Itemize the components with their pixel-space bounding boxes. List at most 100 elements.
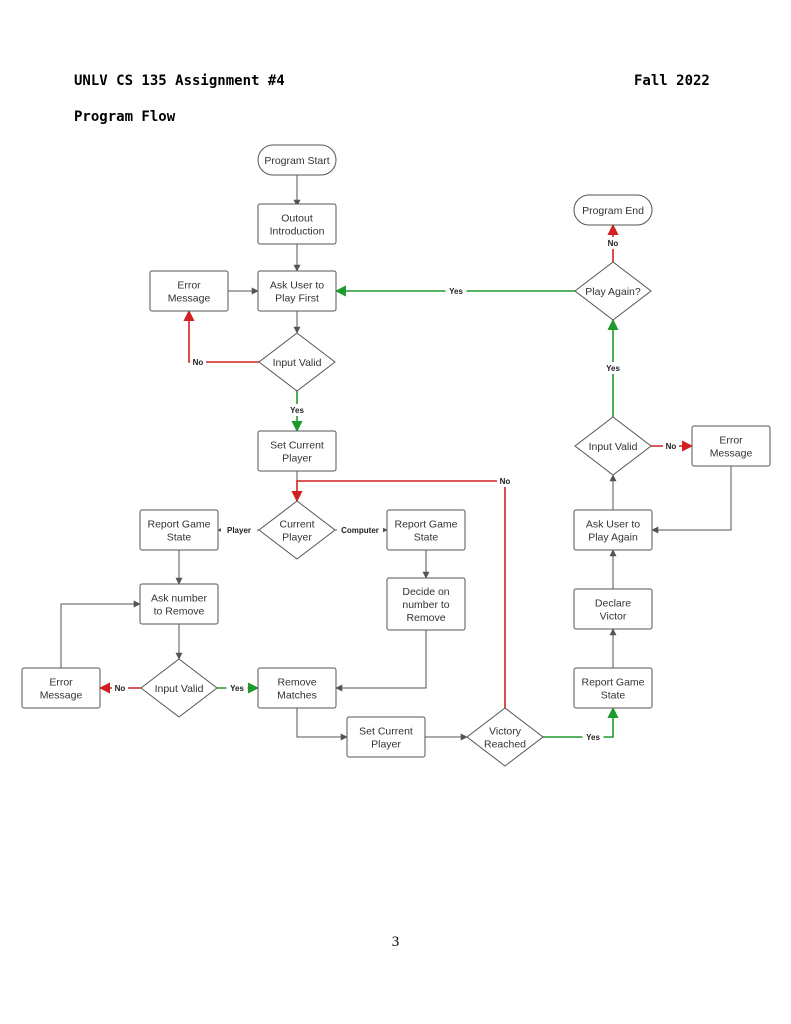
process-shape — [257, 430, 337, 472]
edge-label-victory-to-current: No — [500, 477, 511, 486]
edge-label-bg — [221, 524, 257, 536]
edge-label-valid3-to-err3: No — [666, 442, 677, 451]
node-text: Report Game — [394, 519, 457, 531]
edge-victory-to-current — [291, 480, 506, 708]
node-valid3: Input Valid — [574, 416, 652, 476]
node-text: Set Current — [359, 726, 413, 738]
node-text: Play Again — [588, 532, 638, 544]
decision-shape — [574, 416, 652, 476]
page-subtitle: Program Flow — [74, 109, 176, 125]
decision-shape — [466, 707, 544, 767]
process-shape — [139, 583, 219, 625]
node-text: Set Current — [270, 440, 324, 452]
node-text: Matches — [277, 690, 317, 702]
edge-label-valid1-to-set_player1: Yes — [290, 406, 304, 415]
process-shape — [257, 270, 337, 312]
node-text: Message — [40, 690, 83, 702]
node-text: Remove — [277, 677, 316, 689]
node-text: Player — [282, 453, 312, 465]
node-text: Declare — [595, 598, 631, 610]
node-valid2: Input Valid — [140, 658, 218, 718]
edge-valid1-to-err1 — [183, 309, 259, 363]
node-text: Program Start — [264, 155, 329, 167]
node-text: Outout — [281, 213, 313, 225]
edge-label-valid1-to-err1: No — [193, 358, 204, 367]
process-shape — [573, 667, 653, 709]
node-text: Ask number — [151, 593, 208, 605]
edge-label-valid2-to-err2: No — [115, 684, 126, 693]
edge-label-bg — [582, 731, 604, 743]
node-valid1: Input Valid — [258, 332, 336, 392]
edge-label-current-to-report_mid: Computer — [341, 526, 379, 535]
decision-shape — [258, 500, 336, 560]
node-text: Report Game — [147, 519, 210, 531]
node-text: Player — [282, 532, 312, 544]
process-shape — [346, 716, 426, 758]
node-text: Error — [49, 677, 73, 689]
node-text: Program End — [582, 205, 644, 217]
header-right: Fall 2022 — [634, 73, 710, 89]
terminal-shape — [257, 144, 337, 176]
node-text: Reached — [484, 739, 526, 751]
node-text: to Remove — [154, 606, 205, 618]
node-text: Play First — [275, 293, 319, 305]
node-text: Remove — [406, 612, 445, 624]
edge-label-bg — [337, 524, 383, 536]
process-shape — [257, 203, 337, 245]
process-shape — [149, 270, 229, 312]
node-start: Program Start — [257, 144, 337, 176]
node-text: Input Valid — [155, 683, 204, 695]
edge-label-bg — [190, 356, 206, 368]
edge-label-bg — [663, 440, 679, 452]
node-text: Report Game — [581, 677, 644, 689]
edge-err2-to-ask_num — [60, 600, 141, 668]
edge-decide-to-remove — [335, 630, 427, 692]
node-text: Input Valid — [589, 441, 638, 453]
edge-label-bg — [605, 237, 621, 249]
decision-shape — [140, 658, 218, 718]
edge-label-valid3-to-play_again: Yes — [606, 364, 620, 373]
node-text: Current — [279, 519, 314, 531]
node-text: Error — [719, 435, 743, 447]
edge-victory-to-report_right — [543, 706, 619, 738]
process-shape — [139, 509, 219, 551]
process-shape — [257, 667, 337, 709]
node-text: Player — [371, 739, 401, 751]
header-left: UNLV CS 135 Assignment #4 — [74, 73, 285, 89]
terminal-shape — [573, 194, 653, 226]
node-text: Message — [710, 448, 753, 460]
process-shape — [386, 509, 466, 551]
node-text: Ask User to — [586, 519, 640, 531]
edge-remove-to-set_player2 — [296, 708, 348, 741]
node-text: Play Again? — [585, 286, 641, 298]
node-text: Victor — [600, 611, 627, 623]
node-play_again: Play Again? — [574, 261, 652, 321]
process-shape — [573, 509, 653, 551]
edge-label-play_again-to-end: No — [608, 239, 619, 248]
edge-label-bg — [497, 475, 513, 487]
process-shape — [386, 577, 466, 631]
node-text: number to — [402, 599, 449, 611]
process-shape — [691, 425, 771, 467]
node-end: Program End — [573, 194, 653, 226]
node-text: State — [167, 532, 192, 544]
node-text: Introduction — [270, 226, 325, 238]
node-text: Message — [168, 293, 211, 305]
node-text: State — [601, 690, 626, 702]
edge-label-bg — [286, 404, 308, 416]
page-number: 3 — [391, 934, 400, 950]
edge-label-bg — [445, 285, 467, 297]
